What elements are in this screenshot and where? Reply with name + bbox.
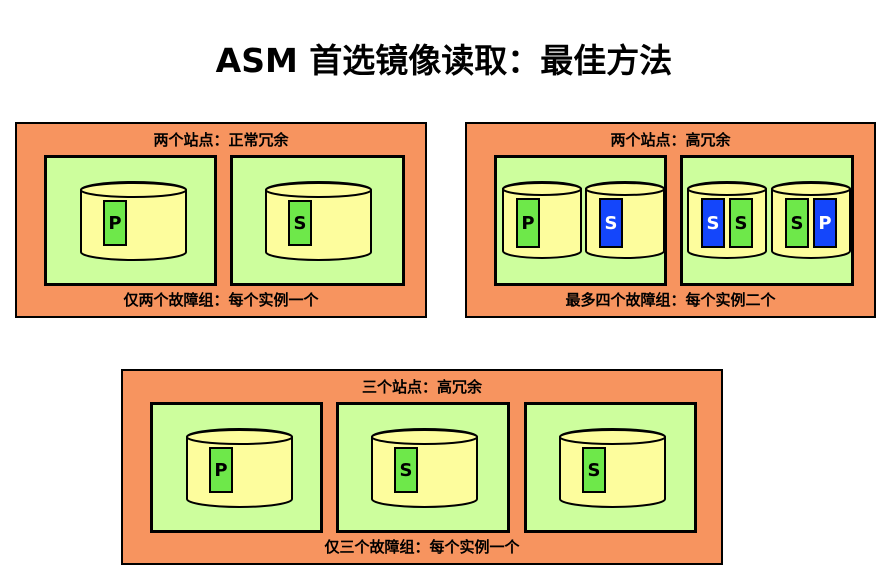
panel-header: 三个站点：高冗余 xyxy=(361,378,482,396)
extent-p-blue: P xyxy=(813,198,837,248)
extent-label: S xyxy=(734,212,748,234)
disk: P xyxy=(80,181,187,262)
extent-label: P xyxy=(818,212,832,234)
failure-group: P xyxy=(44,155,217,286)
disk-top xyxy=(585,182,665,196)
extent-p-green: P xyxy=(209,447,233,493)
disk: S xyxy=(265,181,372,262)
extent-s-green: S xyxy=(785,198,809,248)
disk-cylinder xyxy=(771,181,851,259)
panel-footer: 仅三个故障组：每个实例一个 xyxy=(324,538,520,556)
disk-cylinder xyxy=(687,181,767,259)
disk-cylinder xyxy=(186,428,293,508)
disk-cylinder xyxy=(371,428,478,508)
extent-s-green: S xyxy=(582,447,606,493)
extent-label: P xyxy=(108,212,122,234)
disk-top xyxy=(559,429,666,445)
disk-cylinder xyxy=(80,181,187,261)
disk-cylinder xyxy=(502,181,582,259)
disk-top xyxy=(265,182,372,198)
extent-s-blue: S xyxy=(701,198,725,248)
disk: S xyxy=(371,428,478,509)
disk-top xyxy=(80,182,187,198)
panel-header: 两个站点：高冗余 xyxy=(610,131,731,149)
panel-footer: 最多四个故障组：每个实例二个 xyxy=(565,291,776,309)
disk: P xyxy=(502,181,582,260)
extent-label: S xyxy=(587,459,601,481)
extent-label: P xyxy=(521,212,535,234)
failure-group: P S xyxy=(494,155,667,286)
panel-footer: 仅两个故障组：每个实例一个 xyxy=(123,291,319,309)
extent-p-green: P xyxy=(516,198,540,248)
extent-s-green: S xyxy=(288,200,312,246)
extent-label: S xyxy=(790,212,804,234)
extent-s-green: S xyxy=(729,198,753,248)
extent-s-green: S xyxy=(394,447,418,493)
extent-label: S xyxy=(293,212,307,234)
failure-group: S xyxy=(230,155,405,286)
panel-three-sites-high-redundancy: 三个站点：高冗余 P S S 仅三个故障组：每个实例一个 xyxy=(121,369,723,565)
failure-group: S xyxy=(524,402,697,533)
disk: S xyxy=(585,181,665,260)
disk-cylinder xyxy=(559,428,666,508)
panel-header: 两个站点：正常冗余 xyxy=(153,131,289,149)
extent-p-green: P xyxy=(103,200,127,246)
extent-label: S xyxy=(706,212,720,234)
disk-cylinder xyxy=(265,181,372,261)
disk-top xyxy=(186,429,293,445)
disk: S xyxy=(559,428,666,509)
failure-group: S xyxy=(336,402,510,533)
failure-group: P xyxy=(150,402,323,533)
extent-label: P xyxy=(214,459,228,481)
page-title: ASM 首选镜像读取：最佳方法 xyxy=(215,41,673,80)
disk-top xyxy=(687,182,767,196)
disk-top xyxy=(771,182,851,196)
extent-label: S xyxy=(399,459,413,481)
disk: P xyxy=(186,428,293,509)
panel-two-sites-normal-redundancy: 两个站点：正常冗余 P S 仅两个故障组：每个实例一个 xyxy=(15,122,427,318)
extent-label: S xyxy=(604,212,618,234)
disk-top xyxy=(371,429,478,445)
disk-cylinder xyxy=(585,181,665,259)
disk-top xyxy=(502,182,582,196)
extent-s-blue: S xyxy=(599,198,623,248)
